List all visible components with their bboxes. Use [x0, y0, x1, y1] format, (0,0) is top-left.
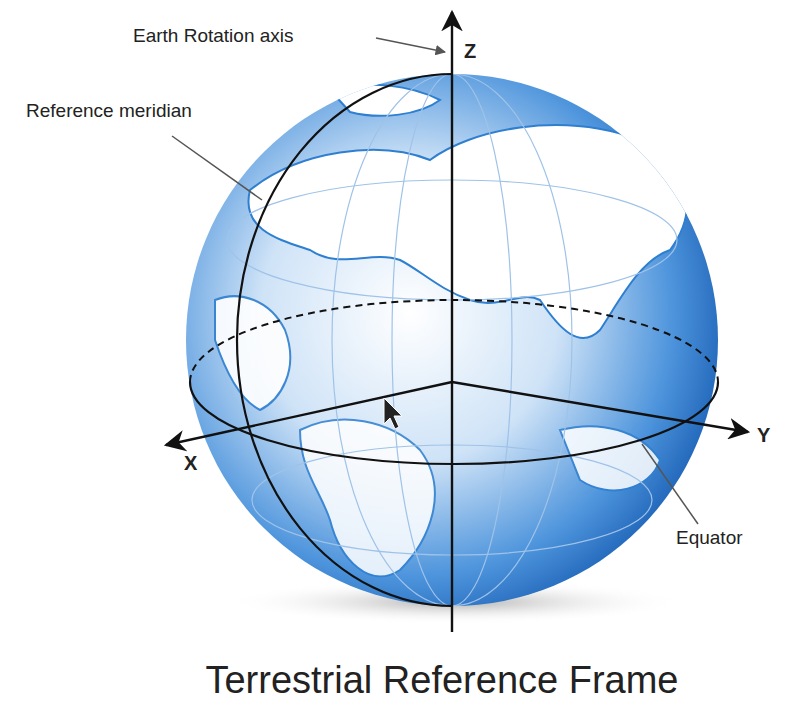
- leader-line: [642, 444, 698, 524]
- leader-line: [376, 38, 445, 52]
- axis-label: Y: [757, 424, 770, 446]
- axis-label: Z: [464, 40, 476, 62]
- equator-back: [190, 300, 718, 382]
- leader-line: [172, 136, 262, 200]
- caption: Terrestrial Reference Frame: [205, 660, 678, 702]
- reference-meridian: [237, 74, 452, 606]
- z-axis: [451, 12, 453, 632]
- axis-label: X: [184, 452, 197, 474]
- callout-label: Reference meridian: [26, 101, 192, 122]
- y-axis: [452, 382, 748, 432]
- x-axis: [166, 382, 452, 445]
- callout-label: Earth Rotation axis: [133, 26, 294, 47]
- callout-label: Equator: [676, 528, 743, 549]
- mouse-cursor: [384, 398, 402, 429]
